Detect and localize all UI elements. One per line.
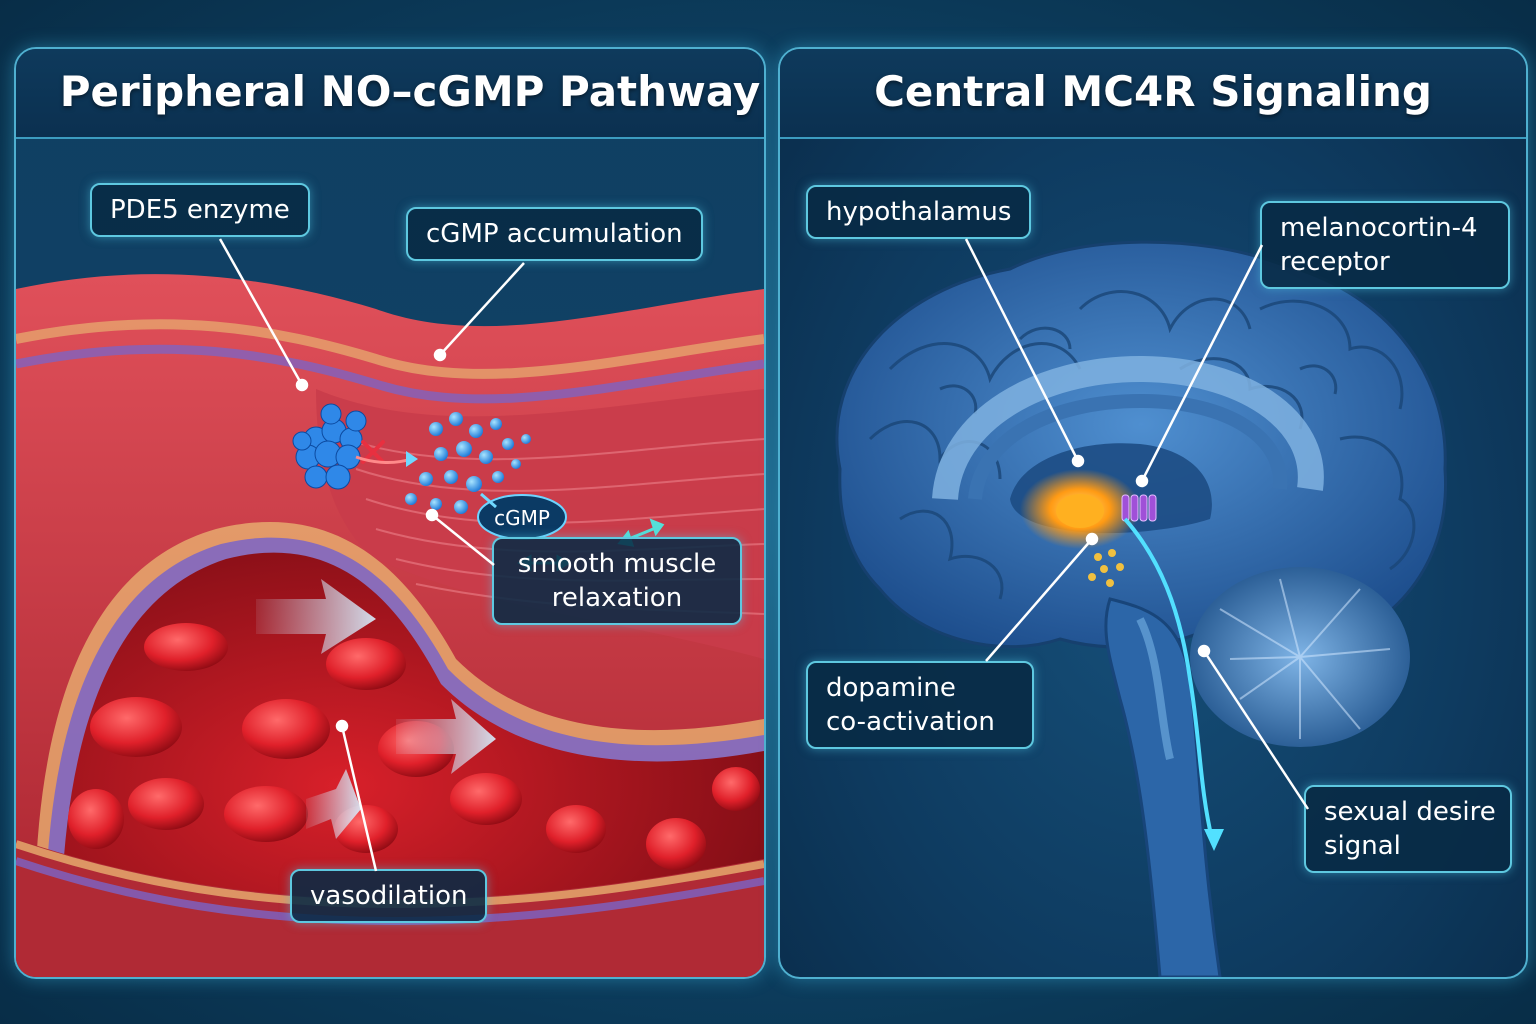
smooth-muscle-label-line2: relaxation <box>551 583 683 613</box>
cgmp-accumulation-label: cGMP accumulation <box>406 207 703 261</box>
peripheral-pathway-panel: Peripheral NO–cGMP Pathway <box>14 47 766 979</box>
cgmp-tag: cGMP <box>477 494 567 540</box>
cgmp-molecules <box>405 412 531 514</box>
dopamine-label-line2: co-activation <box>826 707 995 737</box>
cgmp-tag-text: cGMP <box>494 506 550 530</box>
smooth-muscle-relaxation-label: smooth muscle relaxation <box>492 537 742 625</box>
left-panel-title: Peripheral NO–cGMP Pathway <box>59 67 761 116</box>
right-panel-title: Central MC4R Signaling <box>874 67 1432 116</box>
dopamine-coactivation-label: dopamine co-activation <box>806 661 1034 749</box>
mc4r-label-line2: receptor <box>1280 247 1390 277</box>
vasodilation-label: vasodilation <box>290 869 488 923</box>
sexual-desire-signal-label: sexual desire signal <box>1304 785 1512 873</box>
mc4r-label: melanocortin-4 receptor <box>1260 201 1510 289</box>
desire-label-line2: signal <box>1324 831 1401 861</box>
mc4r-receptor <box>1121 494 1157 522</box>
pde5-enzyme-label: PDE5 enzyme <box>90 183 310 237</box>
vessel-layer-stripe <box>16 319 764 379</box>
red-blood-cells <box>68 623 760 870</box>
right-panel-header: Central MC4R Signaling <box>780 49 1526 139</box>
central-signaling-panel: Central MC4R Signaling <box>778 47 1528 979</box>
mc4r-label-line1: melanocortin-4 <box>1280 213 1478 243</box>
hypothalamus-label: hypothalamus <box>806 185 1032 239</box>
dopamine-label-line1: dopamine <box>826 673 956 703</box>
smooth-muscle-label-line1: smooth muscle <box>517 549 717 579</box>
vessel-layer-stripe <box>16 344 764 404</box>
blood-vessel-illustration: cGMP <box>16 139 764 977</box>
desire-label-line1: sexual desire <box>1324 797 1496 827</box>
left-panel-header: Peripheral NO–cGMP Pathway <box>16 49 764 139</box>
